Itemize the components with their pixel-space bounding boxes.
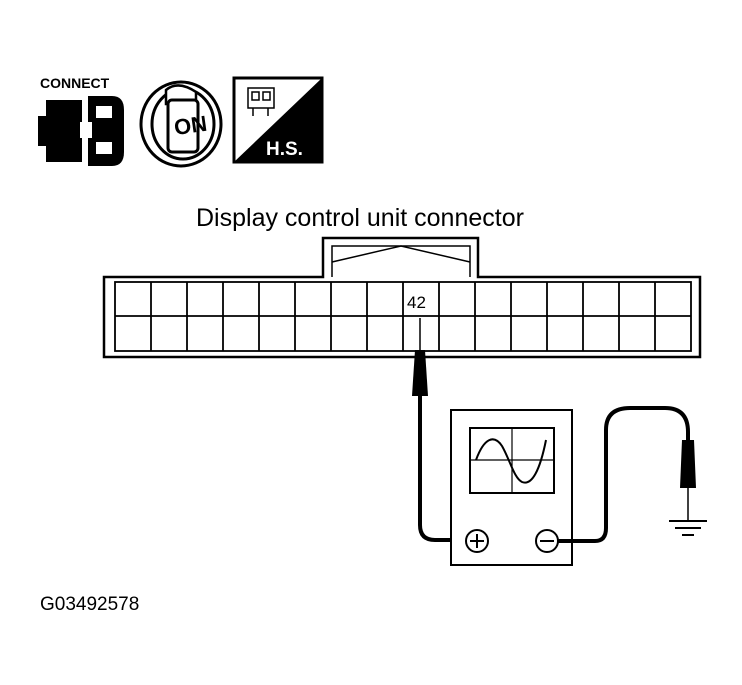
negative-lead-wire	[558, 406, 690, 543]
harness-side-label: H.S.	[266, 139, 303, 160]
connector-cavities	[150, 282, 656, 351]
harness-side-icon: H.S.	[232, 76, 324, 164]
connector-body	[102, 236, 702, 359]
waveform-sine	[475, 438, 547, 484]
connect-icon: CONNECT	[38, 75, 124, 166]
ignition-key-label: ON	[172, 111, 208, 140]
negative-probe	[680, 440, 696, 520]
connect-icon-label: CONNECT	[40, 75, 110, 91]
ground-icon	[669, 520, 707, 536]
ignition-key-icon: ON	[139, 80, 223, 168]
positive-lead-wire	[418, 396, 464, 542]
terminal-number-label: 42	[407, 293, 426, 312]
oscilloscope	[450, 409, 573, 566]
figure-id: G03492578	[40, 594, 139, 615]
connector-title: Display control unit connector	[196, 204, 524, 232]
positive-probe	[412, 318, 428, 396]
